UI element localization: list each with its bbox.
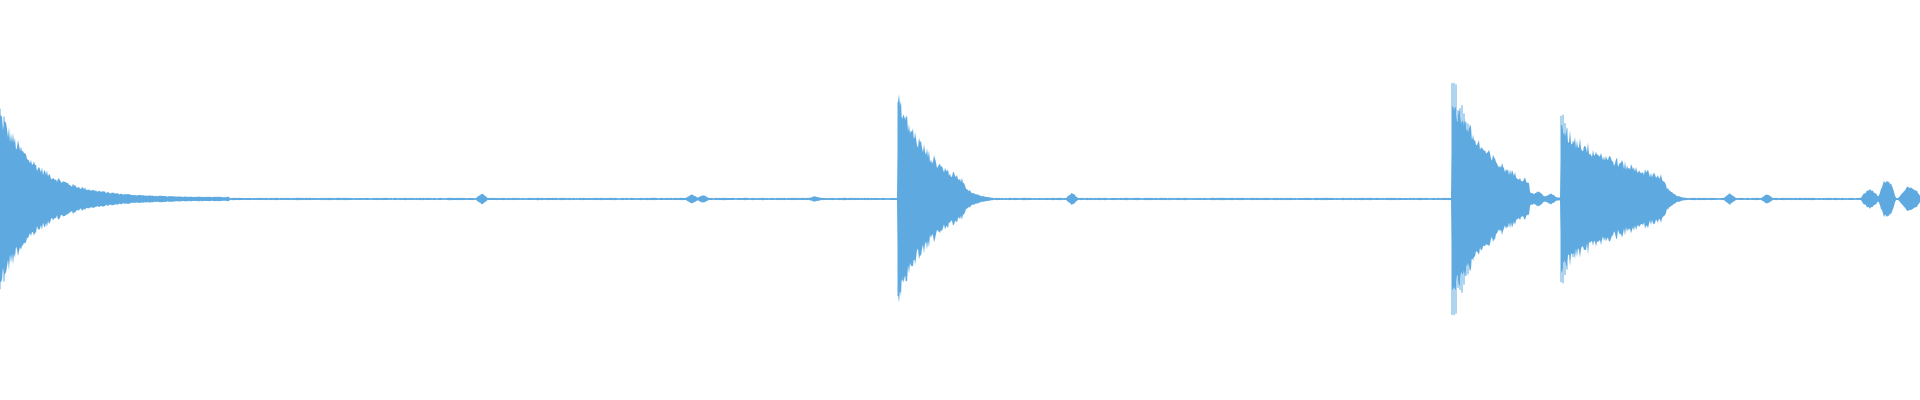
waveform-shape [0, 94, 1920, 303]
waveform-trace [0, 82, 1920, 316]
